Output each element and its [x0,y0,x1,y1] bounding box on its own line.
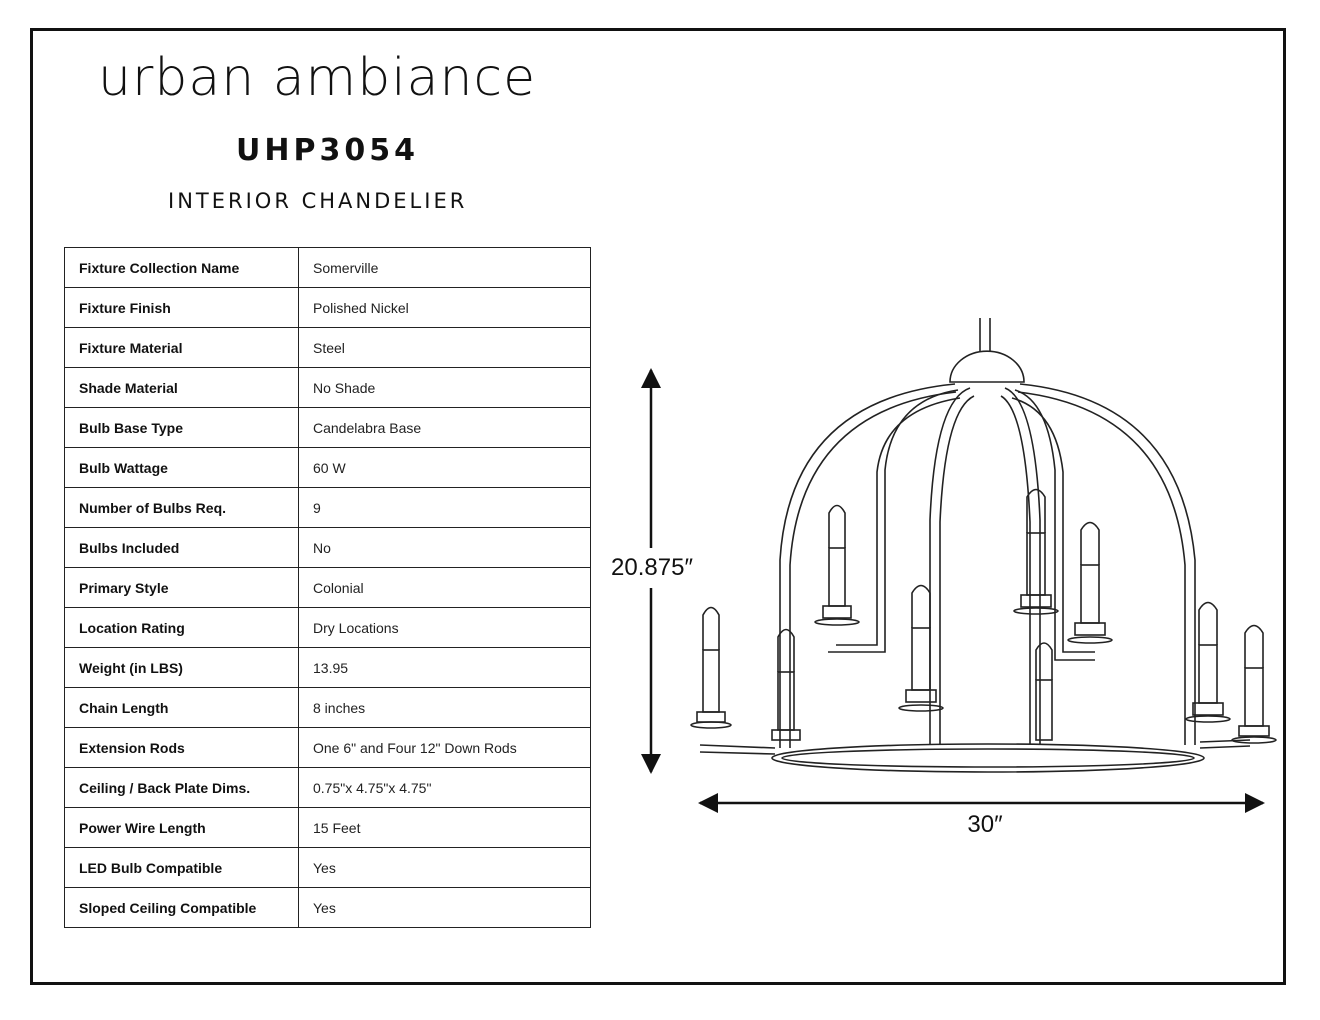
spec-value: 15 Feet [298,807,591,848]
candle-5 [1013,488,1059,615]
spec-label: Bulbs Included [64,527,299,568]
spec-value: Somerville [298,247,591,288]
spec-value: 8 inches [298,687,591,728]
spec-label: Shade Material [64,367,299,408]
candle-9 [1231,624,1277,744]
candle-7 [1035,642,1053,741]
candle-4 [898,584,944,712]
spec-row: Number of Bulbs Req.9 [64,487,591,528]
spec-label: Weight (in LBS) [64,647,299,688]
spec-label: Extension Rods [64,727,299,768]
model-number: UHP3054 [236,133,419,168]
spec-label: Fixture Finish [64,287,299,328]
spec-value: No Shade [298,367,591,408]
spec-label: Chain Length [64,687,299,728]
spec-label: Power Wire Length [64,807,299,848]
spec-value: Colonial [298,567,591,608]
spec-label: Ceiling / Back Plate Dims. [64,767,299,808]
spec-value: One 6" and Four 12" Down Rods [298,727,591,768]
spec-label: Primary Style [64,567,299,608]
spec-value: No [298,527,591,568]
spec-value: Yes [298,887,591,928]
spec-label: Bulb Base Type [64,407,299,448]
spec-label: Bulb Wattage [64,447,299,488]
candle-2 [771,628,801,741]
spec-value: Dry Locations [298,607,591,648]
candle-8 [1185,601,1231,723]
spec-sheet-border [30,28,1286,985]
height-label: 20.875″ [611,554,693,581]
spec-label: Fixture Collection Name [64,247,299,288]
spec-value: Yes [298,847,591,888]
spec-value: 0.75"x 4.75"x 4.75" [298,767,591,808]
spec-label: Sloped Ceiling Compatible [64,887,299,928]
candle-6 [1067,521,1113,644]
spec-value: Steel [298,327,591,368]
spec-label: Fixture Material [64,327,299,368]
candle-1 [690,606,732,729]
chandelier-diagram: 20.875″ 30″ [611,318,1277,838]
spec-value: Polished Nickel [298,287,591,328]
spec-value: 13.95 [298,647,591,688]
width-label: 30″ [967,811,1003,838]
product-type: INTERIOR CHANDELIER [168,189,468,213]
spec-value: 9 [298,487,591,528]
spec-label: LED Bulb Compatible [64,847,299,888]
brand-logo: urban ambiance [98,48,537,108]
chandelier-illustration [690,318,1277,773]
spec-label: Location Rating [64,607,299,648]
spec-row: Ceiling / Back Plate Dims.0.75"x 4.75"x … [64,767,591,808]
spec-label: Number of Bulbs Req. [64,487,299,528]
spec-value: Candelabra Base [298,407,591,448]
spec-row: Weight (in LBS)13.95 [64,647,591,688]
spec-value: 60 W [298,447,591,488]
candle-3 [814,504,860,626]
